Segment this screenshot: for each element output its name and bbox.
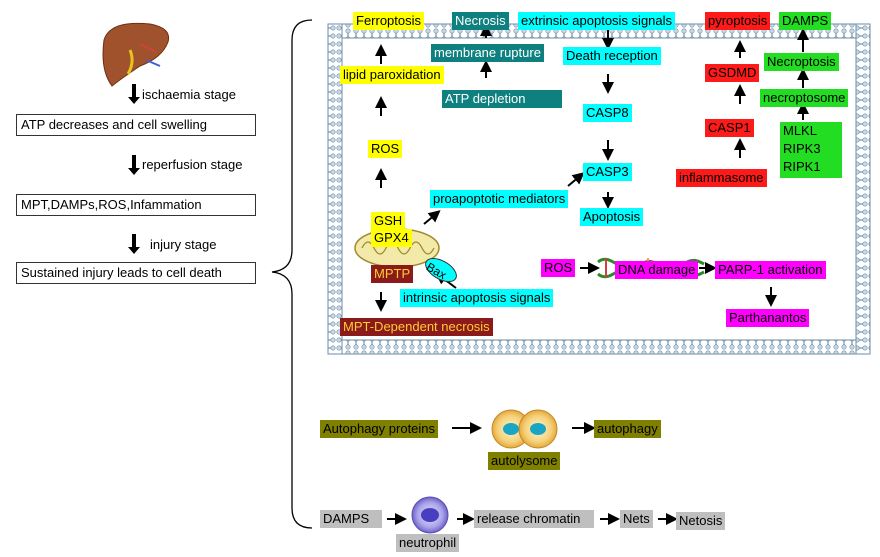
stage-injury: injury stage	[150, 237, 217, 252]
label-death-reception: Death reception	[563, 47, 661, 65]
neutrophil-icon	[411, 496, 449, 534]
label-apoptosis: Apoptosis	[580, 208, 644, 226]
label-mptp: MPTP	[371, 265, 414, 283]
label-autophagy-proteins: Autophagy proteins	[320, 420, 439, 438]
label-dna-damage: DNA damage	[615, 261, 699, 279]
label-membrane-rupture: membrane rupture	[431, 44, 544, 62]
box-mpt-damps: MPT,DAMPs,ROS,Infammation	[16, 194, 256, 216]
label-necroptosome: necroptosome	[760, 89, 849, 107]
label-autolysome: autolysome	[488, 452, 561, 470]
label-mpt-necrosis: MPT-Dependent necrosis	[340, 318, 493, 336]
label-parthanatos: Parthanantos	[726, 309, 810, 327]
cell-membrane	[327, 23, 871, 355]
label-pyroptosis: pyroptosis	[705, 12, 771, 30]
label-mlkl-ripk-group: MLKL RIPK3 RIPK1	[780, 122, 842, 178]
label-gsh: GSH	[371, 212, 406, 230]
bax-protein-icon	[425, 257, 457, 283]
box-atp-decrease: ATP decreases and cell swelling	[16, 114, 256, 136]
label-autophagy: autophagy	[594, 420, 661, 438]
label-neutrophil: neutrophil	[396, 534, 460, 552]
label-lipid-peroxidation: lipid paroxidation	[340, 66, 444, 84]
label-inflammasome: inflammasome	[676, 169, 767, 187]
label-ripk3: RIPK3	[783, 141, 821, 156]
label-necrosis: Necrosis	[452, 12, 509, 30]
label-ferroptosis: Ferroptosis	[353, 12, 425, 30]
curly-brace	[271, 19, 313, 529]
label-mlkl: MLKL	[783, 123, 817, 138]
label-casp8: CASP8	[583, 104, 632, 122]
label-ros-parp: ROS	[541, 259, 576, 277]
label-gsdmd: GSDMD	[705, 64, 760, 82]
label-ripk1: RIPK1	[783, 159, 821, 174]
label-extrinsic-signals: extrinsic apoptosis signals	[518, 12, 676, 30]
stage-ischaemia: ischaemia stage	[142, 87, 236, 102]
label-damps-bottom: DAMPS	[320, 510, 382, 528]
pathway-arrows	[375, 24, 809, 525]
label-casp1: CASP1	[705, 119, 754, 137]
stage-reperfusion: reperfusion stage	[142, 157, 243, 172]
label-atp-depletion: ATP depletion	[442, 90, 562, 108]
liver-icon	[102, 22, 170, 87]
label-casp3: CASP3	[583, 163, 632, 181]
box-sustained-injury: Sustained injury leads to cell death	[16, 262, 256, 284]
label-parp1: PARP-1 activation	[715, 261, 826, 279]
label-netosis: Netosis	[676, 512, 726, 530]
autolysome-icon	[491, 409, 558, 449]
label-necroptosis: Necroptosis	[764, 53, 839, 71]
label-release-chromatin: release chromatin	[474, 510, 594, 528]
label-damps-top: DAMPS	[779, 12, 832, 30]
label-gpx4: GPX4	[371, 229, 412, 247]
label-ros-ferro: ROS	[368, 140, 403, 158]
left-arrows	[128, 84, 140, 254]
label-nets: Nets	[620, 510, 653, 528]
label-intrinsic-signals: intrinsic apoptosis signals	[400, 289, 554, 307]
label-proapoptotic: proapoptotic mediators	[430, 190, 569, 208]
